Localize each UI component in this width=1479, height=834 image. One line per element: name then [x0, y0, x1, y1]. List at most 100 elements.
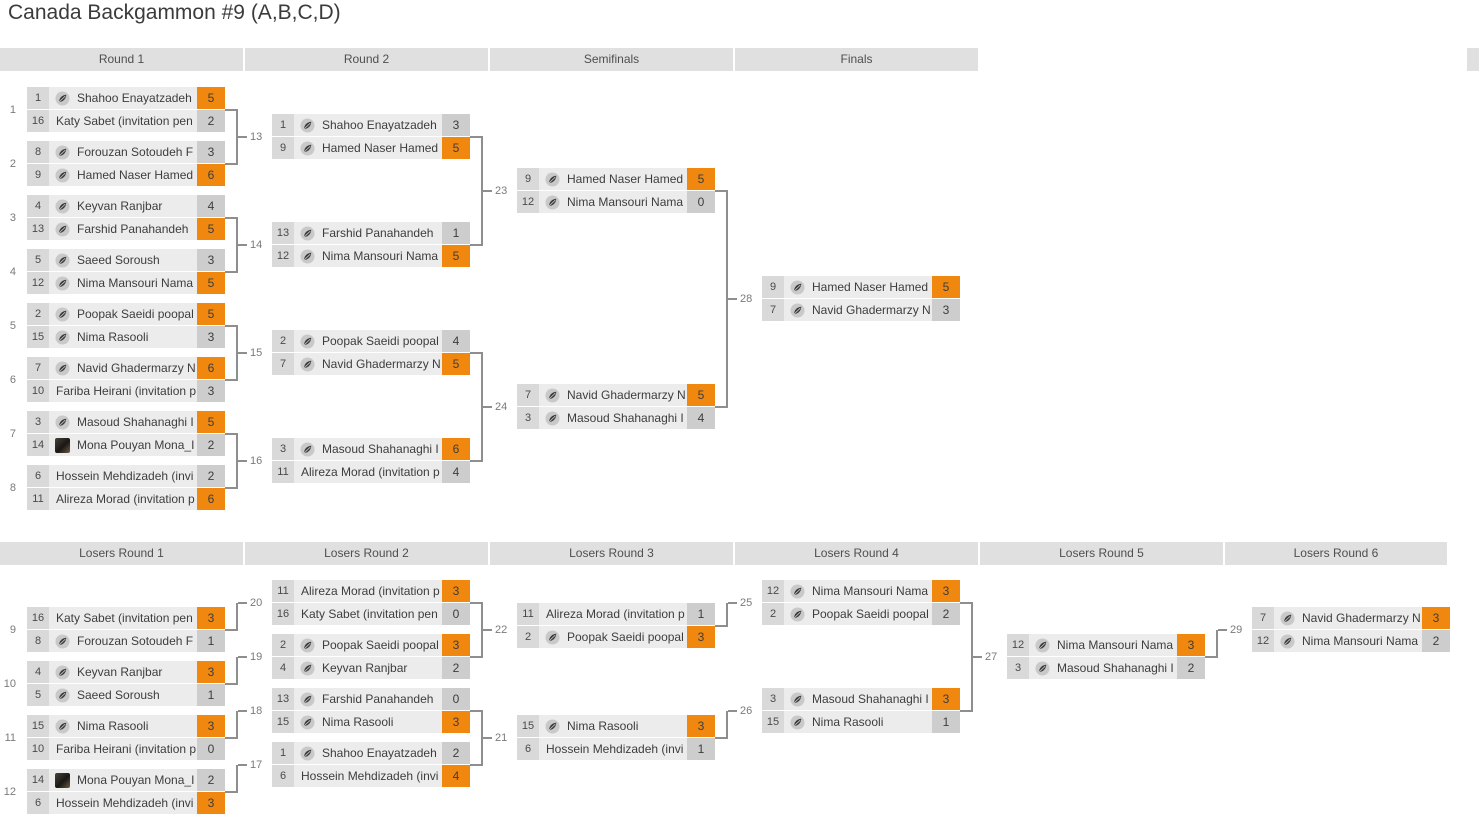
- player-name: Poopak Saeidi poopal: [322, 638, 439, 652]
- round-header-winners: Round 2: [245, 48, 488, 71]
- score: 4: [442, 330, 470, 352]
- player-name: Mona Pouyan Mona_I: [77, 438, 195, 452]
- default-avatar-icon: [55, 718, 70, 734]
- page-title: Canada Backgammon #9 (A,B,C,D): [8, 1, 341, 24]
- default-avatar-icon: [55, 329, 70, 345]
- player-name: Navid Ghadermarzy N: [77, 361, 196, 375]
- seed-number: 6: [272, 765, 294, 787]
- seed-number: 12: [27, 272, 49, 294]
- score: 2: [442, 742, 470, 764]
- connector-stub: [1218, 629, 1227, 631]
- match-number-label: 8: [9, 482, 16, 494]
- default-avatar-icon: [55, 414, 70, 430]
- connector-stub: [728, 298, 737, 300]
- score-winner: 3: [932, 580, 960, 602]
- match-number-label: 24: [495, 401, 508, 413]
- score: 1: [442, 222, 470, 244]
- default-avatar-icon: [300, 745, 315, 761]
- score-winner: 5: [442, 353, 470, 375]
- match-number-label: 3: [9, 212, 16, 224]
- match-number-label: 11: [4, 732, 16, 744]
- seed-number: 10: [27, 380, 49, 402]
- default-avatar-icon: [790, 691, 805, 707]
- bracket-connector: [470, 352, 483, 462]
- score-winner: 5: [442, 245, 470, 267]
- player-name: Nima Mansouri Nama: [77, 276, 194, 290]
- default-avatar-icon: [1035, 637, 1050, 653]
- connector-stub: [238, 710, 247, 712]
- player-name: Forouzan Sotoudeh F: [77, 634, 194, 648]
- player-name: Keyvan Ranjbar: [77, 665, 163, 679]
- score: 2: [932, 603, 960, 625]
- score: 2: [197, 769, 225, 791]
- seed-number: 11: [27, 488, 49, 510]
- default-avatar-icon: [1280, 610, 1295, 626]
- match-number-label: 18: [250, 705, 263, 717]
- round-header-losers: Losers Round 3: [490, 542, 733, 565]
- seed-number: 1: [27, 87, 49, 109]
- player-name: Alireza Morad (invitation p: [301, 584, 440, 598]
- seed-number: 11: [272, 461, 294, 483]
- default-avatar-icon: [55, 633, 70, 649]
- seed-number: 2: [272, 634, 294, 656]
- seed-number: 8: [27, 630, 49, 652]
- match-number-label: 29: [1230, 624, 1243, 636]
- player-name: Nima Rasooli: [812, 715, 884, 729]
- seed-number: 11: [517, 603, 539, 625]
- player-name: Hossein Mehdizadeh (invi: [56, 469, 194, 483]
- score-winner: 3: [1422, 607, 1450, 629]
- score-winner: 5: [932, 276, 960, 298]
- score-winner: 5: [687, 168, 715, 190]
- match-number-label: 1: [9, 104, 16, 116]
- bracket-connector: [225, 325, 238, 381]
- default-avatar-icon: [300, 660, 315, 676]
- score-winner: 3: [197, 792, 225, 814]
- player-name: Farshid Panahandeh: [77, 222, 189, 236]
- player-name: Navid Ghadermarzy N: [567, 388, 686, 402]
- bracket-connector: [470, 136, 483, 246]
- player-name: Shahoo Enayatzadeh: [322, 746, 437, 760]
- default-avatar-icon: [55, 221, 70, 237]
- player-name: Navid Ghadermarzy N: [322, 357, 441, 371]
- match-number-label: 9: [9, 624, 16, 636]
- seed-number: 13: [272, 688, 294, 710]
- player-name: Navid Ghadermarzy N: [1302, 611, 1421, 625]
- score: 4: [197, 195, 225, 217]
